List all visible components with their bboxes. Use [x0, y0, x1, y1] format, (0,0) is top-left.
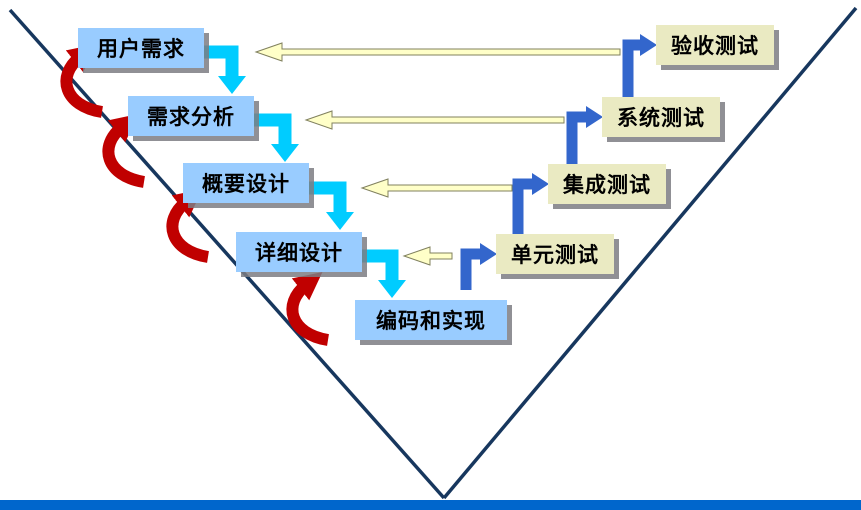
cyan-down-arrow-1: [200, 45, 246, 94]
yellow-left-arrow-2: [304, 110, 565, 130]
red-iteration-arrow-1: [60, 43, 104, 118]
blue-up-arrow-unit-test: [460, 243, 497, 290]
box-unit-test: 单元测试: [496, 234, 614, 274]
box-coding-implementation: 编码和实现: [355, 300, 507, 340]
cyan-down-arrow-2: [252, 113, 299, 162]
cyan-down-arrow-3: [305, 181, 354, 230]
cyan-down-arrow-4: [358, 249, 406, 298]
box-requirements-analysis: 需求分析: [128, 96, 254, 136]
bottom-bar: [0, 500, 861, 510]
red-iteration-arrow-3: [166, 188, 210, 263]
yellow-left-arrow-1: [254, 42, 621, 62]
box-acceptance-test: 验收测试: [656, 25, 774, 65]
yellow-left-arrow-4: [402, 246, 453, 266]
box-detailed-design: 详细设计: [236, 232, 362, 272]
blue-up-arrow-acceptance-test: [622, 34, 657, 112]
blue-up-arrow-integration-test: [512, 173, 549, 250]
box-system-test: 系统测试: [602, 97, 720, 137]
box-integration-test: 集成测试: [548, 164, 666, 204]
box-user-requirements: 用户需求: [78, 28, 204, 68]
box-high-level-design: 概要设计: [183, 163, 309, 203]
red-iteration-arrow-2: [102, 113, 146, 188]
red-iteration-arrow-4: [286, 271, 330, 346]
blue-up-arrow-system-test: [566, 106, 603, 180]
v-line-right: [442, 6, 858, 500]
v-line-left: [8, 8, 446, 500]
yellow-left-arrow-3: [360, 178, 513, 198]
